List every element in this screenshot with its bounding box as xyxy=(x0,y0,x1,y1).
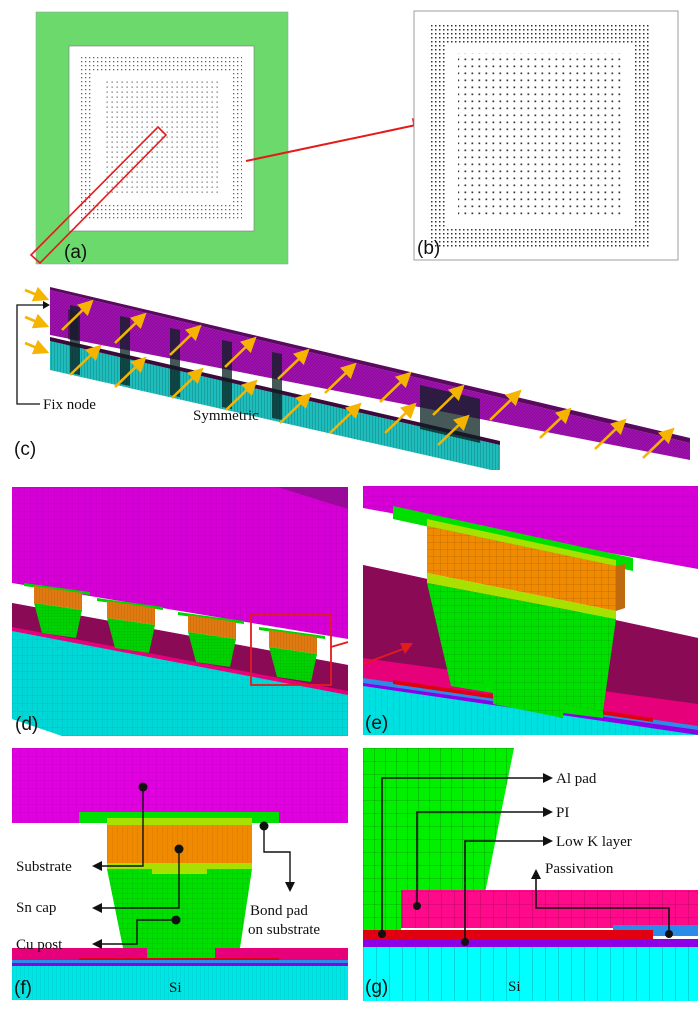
arrow-head-icon xyxy=(400,643,413,654)
si-die xyxy=(12,966,348,1000)
panel-label-a: (a) xyxy=(64,242,87,263)
sn-cap xyxy=(427,526,616,611)
panel-label-b: (b) xyxy=(417,238,440,259)
panel-label-f: (f) xyxy=(14,978,32,999)
imc-bottom xyxy=(427,573,616,619)
bond-pad-label-1: Bond pad xyxy=(250,903,308,919)
bond-pad-label-2: on substrate xyxy=(248,922,320,938)
substrate-strip xyxy=(50,290,690,460)
fix-node-leader xyxy=(16,304,48,405)
passivation-label: Passivation xyxy=(545,861,614,877)
cu-post xyxy=(427,583,616,711)
bump-row xyxy=(24,583,325,682)
low-k-label: Low K layer xyxy=(556,834,632,850)
panel-label-e: (e) xyxy=(365,713,388,734)
pi-layer xyxy=(401,890,698,928)
bond-pad xyxy=(79,812,279,823)
si-label: Si xyxy=(508,979,521,995)
panel-label-g: (g) xyxy=(365,977,388,998)
al-pad-label: Al pad xyxy=(556,771,597,787)
panel-a: (a) xyxy=(0,0,350,270)
si-die xyxy=(363,947,698,1001)
substrate-label: Substrate xyxy=(16,859,72,875)
substrate-block xyxy=(12,748,348,823)
panel-d: (d) xyxy=(12,487,348,736)
arrow-head-icon xyxy=(92,861,102,871)
low-k-layer xyxy=(363,939,698,947)
al-pad-layer xyxy=(363,930,653,939)
panel-b: (b) xyxy=(350,0,700,270)
diagonal-strip-highlight xyxy=(29,125,168,265)
panel-e: (e) xyxy=(363,486,698,735)
passivation-layer xyxy=(613,925,698,936)
symmetric-label: Symmetric xyxy=(193,408,259,424)
cu-post-edge xyxy=(363,748,514,898)
panel-f: Substrate Sn cap Cu post Bond pad on sub… xyxy=(12,748,348,1000)
zoom-region-highlight xyxy=(250,614,332,686)
imc-top xyxy=(427,519,616,566)
panel-label-d: (d) xyxy=(15,714,38,735)
sn-cap-label: Sn cap xyxy=(16,900,56,916)
panel-g: Al pad PI Low K layer Passivation Si (g) xyxy=(363,748,698,1001)
panel-c: Fix node Symmetric (c) xyxy=(0,275,700,470)
fix-node-label: Fix node xyxy=(43,397,96,413)
si-label: Si xyxy=(169,980,182,996)
panel-label-c: (c) xyxy=(14,439,36,460)
cu-post-label: Cu post xyxy=(16,937,63,953)
arrow-head-icon xyxy=(543,773,553,783)
pi-label: PI xyxy=(556,805,569,821)
